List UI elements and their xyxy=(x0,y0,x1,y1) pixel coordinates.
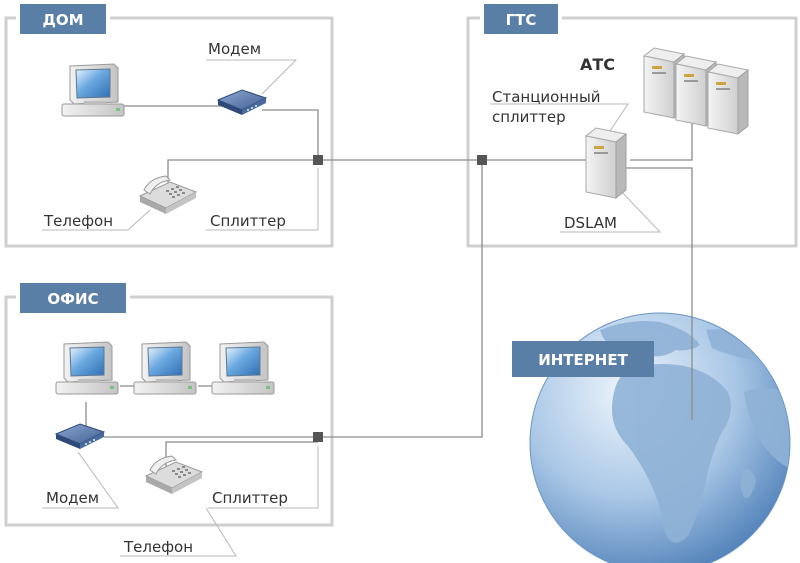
home-phone-label: Телефон xyxy=(43,212,113,230)
home-splitter-node xyxy=(313,155,323,165)
internet-title: ИНТЕРНЕТ xyxy=(538,351,628,369)
office-splitter-label: Сплиттер xyxy=(212,489,288,507)
home-splitter-label: Сплиттер xyxy=(210,212,286,230)
station-splitter-node xyxy=(477,155,487,165)
office-phone-label: Телефон xyxy=(123,538,193,556)
office-computer-icon-1 xyxy=(55,341,119,395)
gts-badge: ГТС xyxy=(484,4,558,34)
office-telephone-icon xyxy=(145,455,203,495)
home-badge: ДОМ xyxy=(20,4,106,34)
home-box xyxy=(4,16,334,248)
dslam-label: DSLAM xyxy=(564,214,617,232)
ats-label: АТС xyxy=(580,55,615,74)
office-modem-icon xyxy=(55,423,105,450)
home-computer-icon xyxy=(61,63,125,117)
ats-server-icon-3 xyxy=(707,63,749,135)
office-badge: ОФИС xyxy=(20,283,126,313)
office-splitter-node xyxy=(313,432,323,442)
dslam-server-icon xyxy=(585,127,627,199)
gts-box xyxy=(466,16,798,248)
internet-badge: ИНТЕРНЕТ xyxy=(512,341,654,377)
gts-title: ГТС xyxy=(506,11,537,29)
home-title: ДОМ xyxy=(42,11,83,29)
home-modem-label: Модем xyxy=(208,40,261,58)
office-computer-icon-2 xyxy=(133,341,197,395)
station-splitter-label-line2: сплиттер xyxy=(492,108,566,126)
office-title: ОФИС xyxy=(47,290,98,308)
leader-lines xyxy=(42,59,662,557)
station-splitter-label-line1: Станционный xyxy=(492,88,601,106)
home-modem-icon xyxy=(217,89,267,116)
office-box xyxy=(4,295,334,527)
office-computer-icon-3 xyxy=(211,341,275,395)
office-modem-label: Модем xyxy=(46,489,99,507)
